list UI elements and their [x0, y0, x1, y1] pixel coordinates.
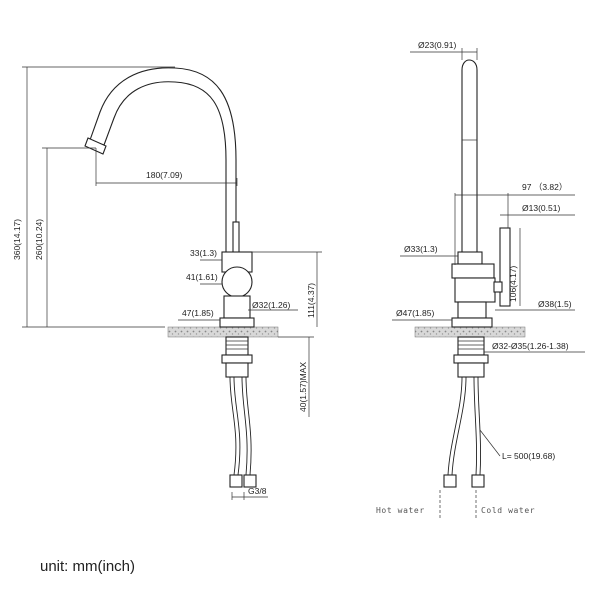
cold-fitting [471, 474, 485, 488]
right-view: Ø23(0.91) 97 （3.82） Ø13(0.51) Ø33(1.3) 1… [376, 40, 585, 518]
aerator-tip [84, 137, 107, 155]
dim-max-thickness: 40(1.57)MAX [298, 362, 308, 412]
dim-flange-dia: 47(1.85) [182, 308, 214, 318]
gooseneck-spout [89, 67, 237, 254]
dim-body-dia-right: Ø38(1.5) [538, 299, 572, 309]
dim-lever-dia: 33(1.3) [190, 248, 217, 258]
flange-right [451, 317, 493, 328]
threaded-shank [225, 362, 249, 378]
cold-water-label: Cold water [481, 506, 535, 515]
unit-label: unit: mm(inch) [40, 558, 135, 575]
hose-2 [241, 376, 248, 476]
dim-reach: 180(7.09) [146, 170, 183, 180]
side-lever [499, 227, 511, 307]
lever-handle [232, 221, 240, 255]
hot-hose [447, 376, 463, 476]
cold-hose [473, 376, 478, 476]
dim-lever-dia-right: Ø33(1.3) [404, 244, 438, 254]
body-lower-right [454, 277, 496, 303]
dim-body-dia: 41(1.61) [186, 272, 218, 282]
body-neck-right [457, 301, 487, 319]
dim-hole-range: Ø32-Ø35(1.26-1.38) [492, 341, 569, 351]
body-upper-right [457, 251, 483, 265]
dim-hose-length: L= 500(19.68) [502, 451, 555, 461]
dim-spout-height: 260(10.24) [34, 219, 44, 260]
dim-body-height: 111(4.37) [306, 283, 316, 318]
dim-total-height: 360(14.17) [12, 219, 22, 260]
dim-handle-dia: Ø13(0.51) [522, 203, 560, 213]
faucet-body-ball [221, 266, 253, 298]
countertop-section [167, 326, 279, 338]
dim-shank-dia: Ø32(1.26) [252, 300, 290, 310]
faucet-lower-body [223, 295, 251, 319]
mounting-nut-right [457, 336, 485, 356]
hose-fitting-1 [229, 474, 243, 488]
hot-fitting [443, 474, 457, 488]
hot-water-label: Hot water [376, 506, 425, 515]
dim-thread: G3/8 [248, 486, 267, 496]
lever-joint [493, 281, 503, 293]
left-view: 360(14.17) 260(10.24) 180(7.09) 33(1.3) … [12, 66, 322, 500]
hose-fitting-2 [243, 474, 257, 488]
base-flange [219, 317, 255, 328]
dim-top-dia: Ø23(0.91) [418, 40, 456, 50]
mounting-plate [221, 354, 253, 364]
dim-handle-offset: 97 （3.82） [522, 182, 567, 192]
countertop-section-right [414, 326, 526, 338]
mounting-nut [225, 336, 249, 356]
mounting-plate-right [453, 354, 489, 364]
threaded-shank-right [457, 362, 485, 378]
dim-handle-height: 106(4.17) [508, 265, 518, 302]
spout-side [461, 59, 478, 254]
hose-1 [229, 376, 237, 476]
dim-flange-dia-right: Ø47(1.85) [396, 308, 434, 318]
body-mid-right [451, 263, 495, 279]
